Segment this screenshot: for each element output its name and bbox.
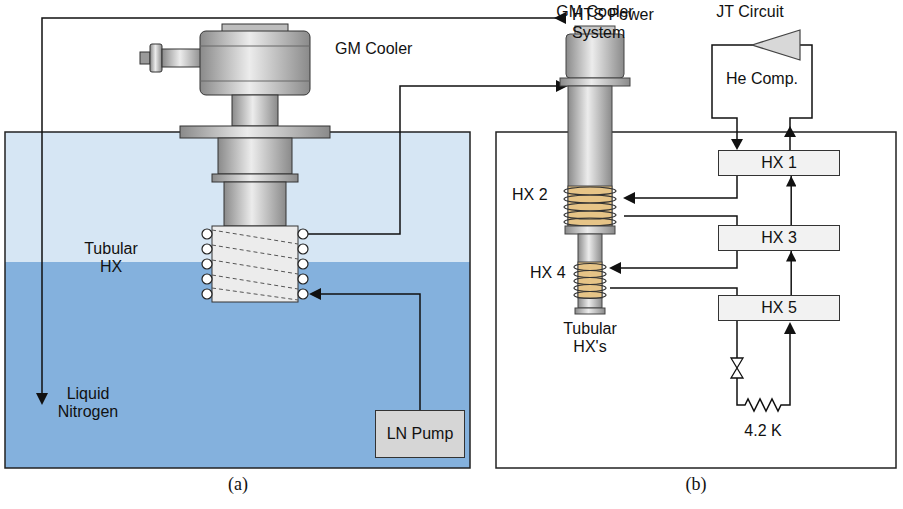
circuit-label: JT Circuit <box>716 3 783 21</box>
coil-turns <box>574 264 606 299</box>
cold-column <box>218 138 292 174</box>
medium-label: Liquid Nitrogen <box>53 385 123 421</box>
temperature-label: 4.2 K <box>744 422 781 440</box>
arrow-head <box>309 288 321 300</box>
arrow-head <box>609 262 621 274</box>
jt-line <box>737 321 790 411</box>
part-label: GM Cooler <box>335 40 412 58</box>
part-label: HX 2 <box>512 186 548 204</box>
cold-ring <box>212 174 298 182</box>
jt-valve <box>731 358 743 378</box>
cold-stage <box>224 182 286 226</box>
arrow-head <box>36 393 48 405</box>
coil-dashes <box>212 230 298 300</box>
head-band <box>200 46 310 47</box>
flow-line <box>634 176 737 198</box>
tubular-hx-body <box>212 226 298 302</box>
cooler-neck <box>232 95 278 126</box>
box-text: LN Pump <box>387 425 454 443</box>
valve-body <box>162 49 202 67</box>
cold-tip <box>575 308 605 314</box>
compressor-symbol <box>752 30 800 60</box>
arrow-head <box>784 322 796 334</box>
flow-line <box>610 288 737 295</box>
box-text: HX 3 <box>761 229 797 247</box>
supply-line <box>308 86 556 234</box>
hx-band <box>568 186 612 226</box>
box-text: HX 1 <box>761 154 797 172</box>
arrow-head <box>784 126 796 137</box>
pump-box: LN Pump <box>375 410 465 458</box>
coil-turns <box>564 187 616 226</box>
flow-line <box>620 251 737 268</box>
cooler-flange <box>560 78 630 86</box>
heat-exchanger-box: HX 1 <box>718 150 840 176</box>
panel-label: (a) <box>228 474 248 494</box>
arrow-head <box>731 139 743 150</box>
cryostat-outline <box>496 132 896 468</box>
first-stage <box>568 86 612 226</box>
cooler-head <box>200 31 310 95</box>
panel-label: (b) <box>686 474 707 494</box>
flow-line <box>624 216 737 225</box>
heat-exchanger-box: HX 5 <box>718 295 840 321</box>
head-band <box>200 81 310 82</box>
jt-loop <box>712 45 812 150</box>
part-label: GM Cooler <box>556 3 633 21</box>
valve-knob <box>140 52 150 64</box>
stage-step <box>565 226 615 234</box>
pump-line <box>320 294 420 410</box>
part-label: He Comp. <box>726 70 798 88</box>
flow-arrow <box>790 176 792 225</box>
valve-cap <box>150 44 162 72</box>
part-label: HX 4 <box>530 264 566 282</box>
arrow-head <box>623 192 635 204</box>
coil-turns <box>202 229 308 299</box>
heat-exchanger-box: HX 3 <box>718 225 840 251</box>
flow-arrow <box>790 251 792 295</box>
part-label: Tubular HX <box>78 240 144 276</box>
return-line <box>42 18 566 393</box>
part-label: Tubular HX's <box>557 320 623 356</box>
cooler-flange <box>180 126 330 138</box>
box-text: HX 5 <box>761 299 797 317</box>
